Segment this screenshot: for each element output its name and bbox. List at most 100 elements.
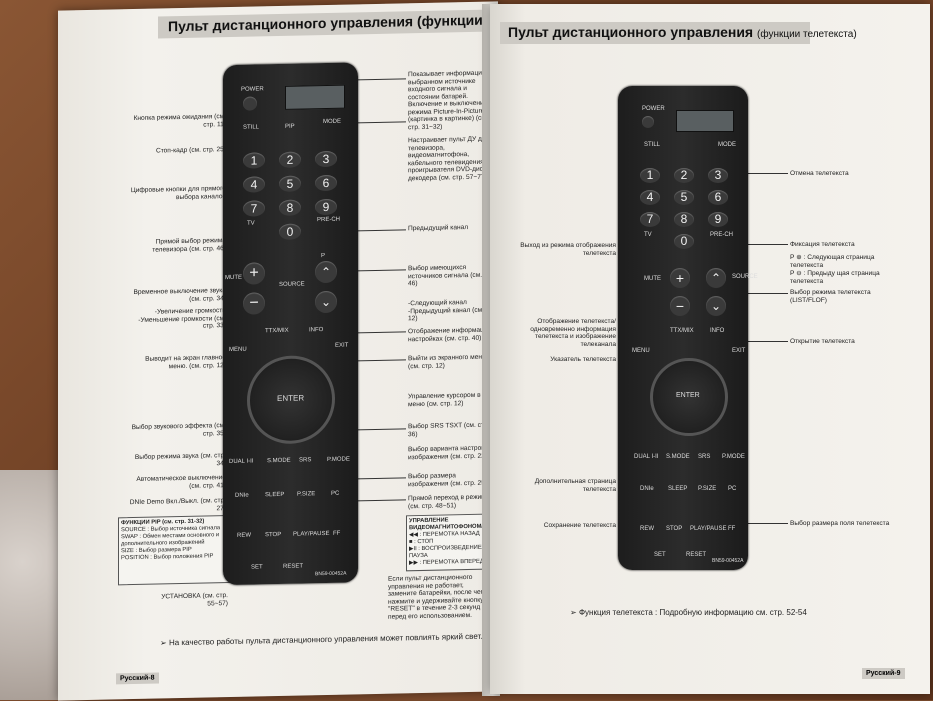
mode-label: MODE [323, 118, 341, 126]
p-label: P [321, 253, 326, 260]
set-label: SET [251, 564, 263, 571]
digit-7: 7 [243, 200, 265, 217]
leader-line [356, 121, 406, 124]
right-header-main: Пульт дистанционного управления [508, 24, 754, 40]
playpause-label: PLAY/PAUSE [293, 530, 330, 538]
digit-8: 8 [279, 199, 301, 216]
volume-up-icon: + [670, 268, 690, 288]
exit-label: EXIT [335, 342, 349, 349]
srs-label: SRS [698, 454, 711, 460]
enter-label: ENTER [676, 392, 700, 399]
digit-9: 9 [708, 212, 728, 227]
pip-label: PIP [285, 123, 295, 130]
right-page-number: Русский-9 [862, 668, 905, 679]
digit-6: 6 [708, 190, 728, 205]
remote-control-left: POWER STILL PIP MODE 1 2 3 4 5 6 7 8 9 0… [223, 62, 358, 586]
ann-ttx-reveal: Открытие телетекста [790, 338, 855, 345]
leader-line [748, 173, 788, 174]
digit-2: 2 [279, 151, 301, 168]
channel-up-icon: ⌃ [706, 268, 726, 288]
navigation-ring [650, 358, 728, 436]
smode-label: S.MODE [267, 457, 291, 465]
remote-control-right: POWER STILL MODE 1 2 3 4 5 6 7 8 9 0 TV … [618, 86, 758, 570]
digit-5: 5 [674, 190, 694, 205]
ann-ttx-subpage: Дополнительная страница телетекста [534, 478, 616, 493]
ann-digits: Цифровые кнопки для прямого выбора канал… [130, 185, 226, 201]
power-button [642, 116, 654, 128]
volume-down-icon: − [670, 296, 690, 316]
leader-line [356, 229, 406, 232]
dual-label: DUAL I-II [229, 458, 254, 466]
leader-line [748, 523, 788, 524]
still-label: STILL [243, 124, 260, 131]
digit-0: 0 [279, 223, 301, 240]
pip-line: POSITION : Выбор положения PIP [121, 553, 214, 562]
rew-label: REW [237, 532, 251, 539]
model-label: BN59-00452A [712, 558, 744, 564]
channel-up-icon: ⌃ [315, 260, 337, 284]
psize-label: P.SIZE [297, 491, 316, 498]
leader-line [356, 477, 406, 480]
sleep-label: SLEEP [668, 486, 688, 492]
ann-sound-mode: Выбор режима звука (см. стр. 34) [134, 452, 226, 467]
srs-label: SRS [299, 457, 312, 464]
info-label: INFO [309, 327, 324, 334]
power-label: POWER [241, 86, 264, 93]
prech-label: PRE-CH [710, 232, 734, 238]
ff-label: FF [728, 526, 736, 532]
left-page-number: Русский-8 [116, 672, 159, 685]
source-label: SOURCE [279, 281, 305, 288]
exit-label: EXIT [732, 348, 746, 354]
pmode-label: P.MODE [327, 456, 350, 463]
ttx-label: TTX/MIX [265, 327, 289, 335]
channel-down-icon: ⌄ [315, 290, 337, 314]
ann-dnie: DNIe Demo Вкл./Выкл. (см. стр. 27) [129, 497, 226, 512]
prech-label: PRE-CH [317, 216, 341, 224]
ann-sound-effect: Выбор звукового эффекта (см. стр. 35) [131, 422, 226, 438]
dual-label: DUAL I-II [634, 454, 659, 460]
ann-tv: Прямой выбор режима телевизора (см. стр.… [152, 237, 226, 254]
leader-line [356, 359, 406, 362]
volume-down-icon: − [243, 292, 265, 315]
power-button [243, 96, 257, 111]
leader-line [748, 341, 788, 342]
model-label: BN59-00452A [315, 570, 347, 578]
digit-1: 1 [640, 168, 660, 183]
playpause-label: PLAY/PAUSE [690, 526, 727, 532]
pmode-label: P.MODE [722, 454, 745, 460]
ff-label: FF [333, 530, 341, 537]
pc-label: PC [728, 486, 737, 492]
dnie-label: DNIe [235, 492, 249, 499]
left-note-text: На качество работы пульта дистанционного… [168, 631, 483, 648]
leader-line [356, 428, 406, 431]
right-header-bar [500, 22, 810, 44]
ann-ttx-exit: Выход из режима отображения телетекста [520, 242, 616, 257]
ann-ttx-mode: Выбор режима телетекста (LIST/FLOF) [790, 289, 871, 304]
reset-label: RESET [283, 563, 304, 570]
mute-label: MUTE [225, 274, 242, 282]
digit-6: 6 [315, 174, 337, 192]
ann-ttx-mix: Отображение телетекста/ одновременно инф… [530, 318, 616, 348]
pc-label: PC [331, 490, 340, 497]
digit-3: 3 [708, 168, 728, 183]
ann-ttx-cancel: Отмена телетекста [790, 170, 849, 177]
right-note: ➢ Функция телетекста : Подробную информа… [570, 608, 900, 617]
ann-mute: Временное выключение звука (см. стр. 34) [133, 287, 226, 303]
digit-4: 4 [640, 190, 660, 205]
leader-line [748, 244, 788, 245]
digit-4: 4 [243, 176, 265, 193]
set-label: SET [654, 552, 666, 558]
leader-line [356, 78, 406, 81]
digit-5: 5 [279, 175, 301, 192]
rew-label: REW [640, 526, 654, 532]
mode-label: MODE [718, 142, 736, 148]
smode-label: S.MODE [666, 454, 690, 460]
menu-label: MENU [229, 346, 247, 354]
left-note: ➢ На качество работы пульта дистанционно… [160, 632, 490, 648]
ann-sleep: Автоматическое выключение (см. стр. 41) [136, 474, 226, 490]
leader-line [356, 331, 406, 334]
ann-ttx-store: Сохранение телетекста [543, 522, 616, 529]
pip-functions-box: ФУНКЦИИ PIP (см. стр. 31-32) SOURCE : Вы… [118, 515, 230, 586]
ann-reset: Если пульт дистанционного управления не … [388, 573, 487, 621]
info-label: INFO [710, 328, 725, 334]
